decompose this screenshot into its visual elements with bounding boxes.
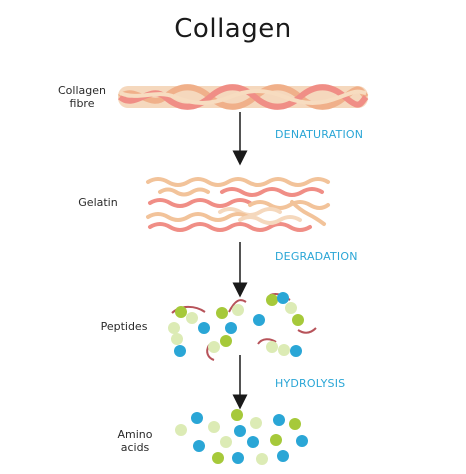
gelatin-strand <box>238 215 302 225</box>
peptide-bead <box>232 304 244 316</box>
step-degradation: DEGRADATION <box>275 250 358 263</box>
fibre-strand-3 <box>119 89 367 105</box>
gelatin-graphic <box>146 177 330 232</box>
peptide-bead <box>186 312 198 324</box>
peptide-bead <box>174 345 186 357</box>
step-hydrolysis: HYDROLYSIS <box>275 377 346 390</box>
gelatin-strand <box>218 207 282 217</box>
peptide-bead <box>266 294 278 306</box>
peptide-bead <box>225 322 237 334</box>
peptide-bead <box>216 307 228 319</box>
collagen-fibre-graphic <box>118 84 369 110</box>
label-line: Peptides <box>100 320 148 333</box>
label-line: Amino <box>117 428 153 441</box>
peptide-bead <box>175 306 187 318</box>
gelatin-strand <box>148 198 252 208</box>
amino-acid <box>250 417 262 429</box>
step-denaturation: DENATURATION <box>275 128 364 141</box>
peptide-bead <box>266 341 278 353</box>
peptide-bead <box>198 322 210 334</box>
peptides-graphic <box>168 292 317 361</box>
gelatin-strand <box>148 222 312 232</box>
diagram-title: Collagen <box>174 14 292 44</box>
label-peptides: Peptides <box>96 320 152 333</box>
amino-acid <box>234 425 246 437</box>
label-amino-acids: Amino acids <box>110 428 160 454</box>
gelatin-strand <box>146 212 250 222</box>
peptide-bead <box>285 302 297 314</box>
amino-acid <box>277 450 289 462</box>
peptide-link <box>297 327 317 334</box>
label-line: Collagen <box>58 84 106 97</box>
gelatin-strand <box>248 200 330 210</box>
amino-acid <box>270 434 282 446</box>
peptide-bead <box>290 345 302 357</box>
amino-acid <box>232 452 244 464</box>
label-collagen-fibre: Collagen fibre <box>54 84 110 110</box>
amino-acid <box>289 418 301 430</box>
amino-acid <box>273 414 285 426</box>
peptide-bead <box>277 292 289 304</box>
amino-acids-graphic <box>175 409 308 465</box>
label-line: fibre <box>69 97 95 110</box>
peptide-bead <box>168 322 180 334</box>
amino-acid <box>220 436 232 448</box>
peptide-bead <box>278 344 290 356</box>
peptide-link <box>257 338 277 345</box>
amino-acid <box>212 452 224 464</box>
peptide-link <box>228 299 247 313</box>
label-line: acids <box>120 441 150 454</box>
peptide-link <box>171 305 206 314</box>
label-gelatin: Gelatin <box>70 196 126 209</box>
peptide-bead <box>253 314 265 326</box>
amino-acid <box>208 421 220 433</box>
peptide-bead <box>292 314 304 326</box>
amino-acid <box>193 440 205 452</box>
peptide-bead <box>208 341 220 353</box>
amino-acid <box>175 424 187 436</box>
label-line: Gelatin <box>78 196 118 209</box>
amino-acid <box>231 409 243 421</box>
peptide-bead <box>171 333 183 345</box>
amino-acid <box>191 412 203 424</box>
gelatin-strand <box>220 187 324 197</box>
gelatin-strand <box>146 177 330 187</box>
peptide-bead <box>220 335 232 347</box>
gelatin-strand <box>290 200 326 226</box>
gelatin-strand <box>158 187 210 197</box>
amino-acid <box>247 436 259 448</box>
amino-acid <box>256 453 268 465</box>
amino-acid <box>296 435 308 447</box>
